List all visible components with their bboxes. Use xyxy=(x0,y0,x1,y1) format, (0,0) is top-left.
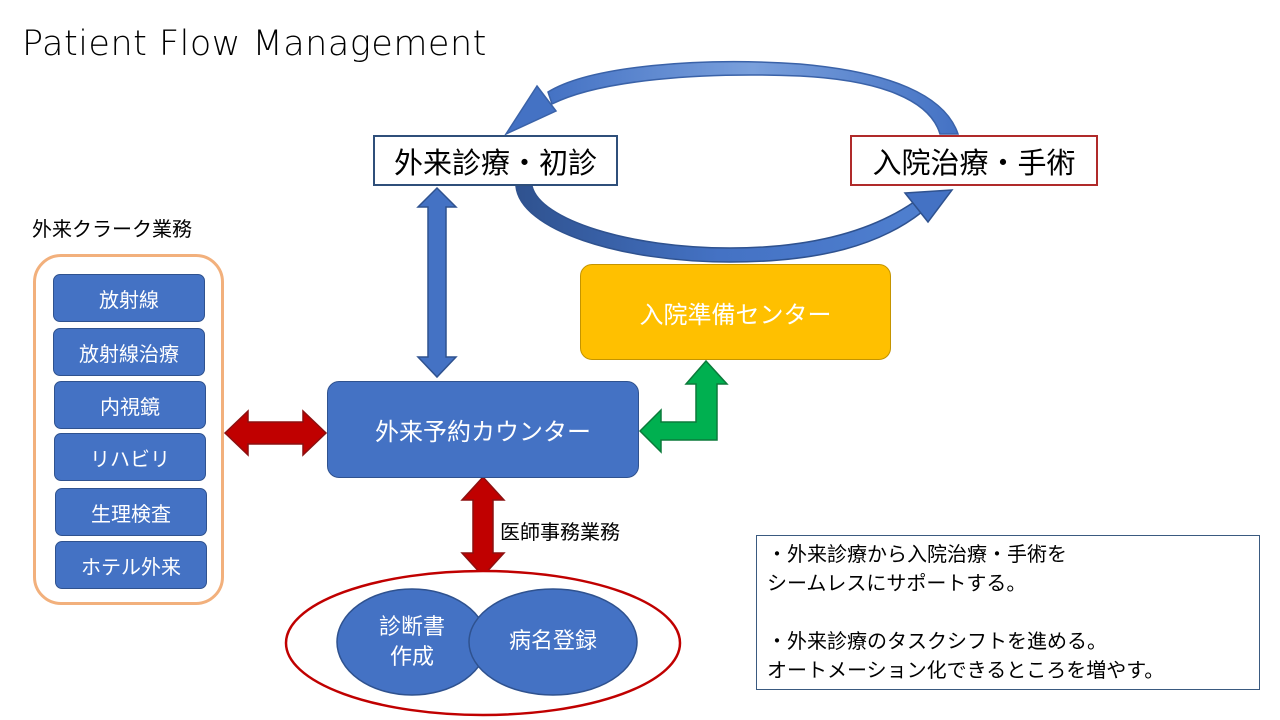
notes-box: ・外来診療から入院治療・手術を シームレスにサポートする。 ・外来診療のタスクシ… xyxy=(756,535,1260,690)
note-line: オートメーション化できるところを増やす。 xyxy=(767,658,1165,682)
counter-doctor-arrow xyxy=(460,475,506,578)
outpatient-counter-arrow xyxy=(416,186,458,379)
clerk-item-radiotherapy[interactable]: 放射線治療 xyxy=(53,328,205,376)
certificate-label-line2: 作成 xyxy=(389,645,434,670)
note-line: ・外来診療のタスクシフトを進める。 xyxy=(767,629,1107,653)
certificate-label[interactable]: 診断書 作成 xyxy=(362,613,462,673)
clerk-item-rehabilitation[interactable]: リハビリ xyxy=(54,433,206,481)
clerk-item-physiology[interactable]: 生理検査 xyxy=(55,488,207,536)
disease-registration-circle xyxy=(468,588,638,696)
admission-center-node[interactable]: 入院準備センター xyxy=(580,264,891,360)
cycle-arrow-top xyxy=(503,60,960,136)
clerk-item-radiology[interactable]: 放射線 xyxy=(53,274,205,322)
clerk-group-label: 外来クラーク業務 xyxy=(32,217,192,241)
outpatient-node[interactable]: 外来診療・初診 xyxy=(373,135,618,186)
doctor-clerk-label: 医師事務業務 xyxy=(500,520,620,544)
inpatient-node[interactable]: 入院治療・手術 xyxy=(850,135,1098,186)
clerk-item-hotel-outpatient[interactable]: ホテル外来 xyxy=(55,541,207,589)
disease-registration-label[interactable]: 病名登録 xyxy=(508,629,597,654)
counter-center-arrow xyxy=(638,359,729,454)
certificate-label-line1: 診断書 xyxy=(378,615,445,640)
note-line: ・外来診療から入院治療・手術を xyxy=(767,542,1067,566)
clerk-item-endoscopy[interactable]: 内視鏡 xyxy=(54,381,206,429)
note-line xyxy=(767,598,1259,627)
cycle-arrow-bottom xyxy=(515,185,954,263)
reservation-counter-node[interactable]: 外来予約カウンター xyxy=(327,381,639,478)
page-title: Patient Flow Management xyxy=(22,24,487,64)
clerk-counter-arrow xyxy=(223,409,328,457)
note-line: シームレスにサポートする。 xyxy=(767,571,1027,595)
clerk-group-panel xyxy=(33,254,224,605)
